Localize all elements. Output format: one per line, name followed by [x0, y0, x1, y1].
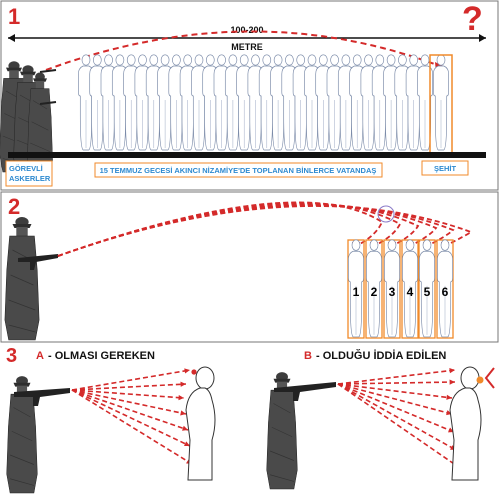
trajectory-arrow-icon: [180, 381, 186, 387]
trajectory-arrow-icon: [182, 425, 188, 431]
panel-1: 1 100-200 METRE ? GÖREVLİ ASKERLER: [0, 0, 499, 191]
person-outline-icon: [384, 239, 400, 338]
martyr-figure-icon: [433, 54, 449, 151]
trajectory-arrow-icon: [449, 368, 455, 374]
bullet-trajectory: [71, 389, 191, 447]
bullet-trajectory: [337, 383, 461, 469]
panel-3-number: 3: [6, 345, 17, 367]
ground-line: [8, 152, 486, 158]
person-outline-icon: [419, 239, 435, 338]
bullet-trajectory: [71, 389, 189, 431]
martyr-label-box: [421, 160, 469, 176]
soldier-silhouette-icon: [6, 375, 70, 494]
panel-3: 3 A - OLMASI GEREKEN B - OLDUĞU İDDİA ED…: [6, 345, 495, 494]
scenario-b-trajectories: [337, 367, 495, 469]
scenario-b-letter: B: [304, 350, 312, 362]
bullet-trajectory: [71, 389, 187, 415]
person-outline-icon: [402, 239, 418, 338]
scenario-b-title: - OLDUĞU İDDİA EDİLEN: [316, 349, 446, 362]
label-soldiers-line2: ASKERLER: [9, 174, 51, 183]
label-soldiers-line1: GÖREVLİ: [9, 164, 43, 173]
distance-unit: METRE: [231, 42, 263, 52]
bullet-trajectory: [71, 383, 187, 391]
trajectory-arrow-icon: [446, 394, 452, 400]
scenario-a-title: - OLMASI GEREKEN: [48, 350, 155, 362]
panel-2: 2: [0, 191, 499, 343]
bullet-trajectory: [337, 383, 453, 415]
soldier-silhouette-icon: [266, 371, 336, 490]
target-figures: [347, 239, 454, 339]
chevron-left-icon: [484, 367, 495, 389]
label-martyr: ŞEHİT: [434, 164, 457, 173]
trajectory-arrow-icon: [178, 395, 184, 401]
trajectory-arrow-icon: [184, 368, 190, 374]
bullet-trajectory: [71, 389, 193, 465]
bullet-trajectory: [337, 383, 453, 399]
soldiers-label-box: [5, 160, 53, 187]
person-outline-icon: [437, 239, 453, 338]
panel-2-number: 2: [8, 194, 20, 219]
bullet-trajectory: [337, 383, 455, 433]
citizens-label-box: [94, 162, 383, 178]
trajectory-arrow-icon: [449, 379, 455, 385]
arrow-right-head-icon: [479, 34, 486, 42]
arc-focus-circle: [377, 205, 395, 223]
bullet-trajectory: [337, 383, 457, 451]
bullet-trajectory: [71, 389, 185, 399]
person-outline-icon: [366, 239, 382, 338]
soldier-silhouette-icon: [4, 216, 58, 341]
label-citizens: 15 TEMMUZ GECESİ AKINCI NİZAMİYE'DE TOPL…: [100, 166, 377, 175]
impact-dot-icon: [191, 369, 197, 375]
impact-dot-icon: [476, 376, 484, 384]
trajectory-arrow-icon: [180, 410, 186, 416]
soldier-silhouette-icon: [0, 60, 57, 178]
bullet-trajectory: [57, 205, 473, 257]
trajectory-arrow-icon: [184, 441, 190, 447]
person-outline-icon: [348, 239, 364, 338]
scenario-a-letter: A: [36, 350, 44, 362]
bullet-trajectory: [337, 381, 456, 385]
scenario-a-target: [185, 366, 216, 481]
bullet-trajectory: [45, 30, 441, 71]
panel-1-number: 1: [8, 4, 20, 29]
question-mark-icon: ?: [462, 0, 483, 38]
citizen-crowd: [78, 54, 449, 151]
scenario-b-target: [449, 366, 484, 481]
bullet-trajectory: [337, 369, 456, 385]
bullet-trajectory: [71, 369, 191, 391]
distance-value: 100-200: [230, 25, 263, 35]
arrow-left-head-icon: [8, 34, 15, 42]
